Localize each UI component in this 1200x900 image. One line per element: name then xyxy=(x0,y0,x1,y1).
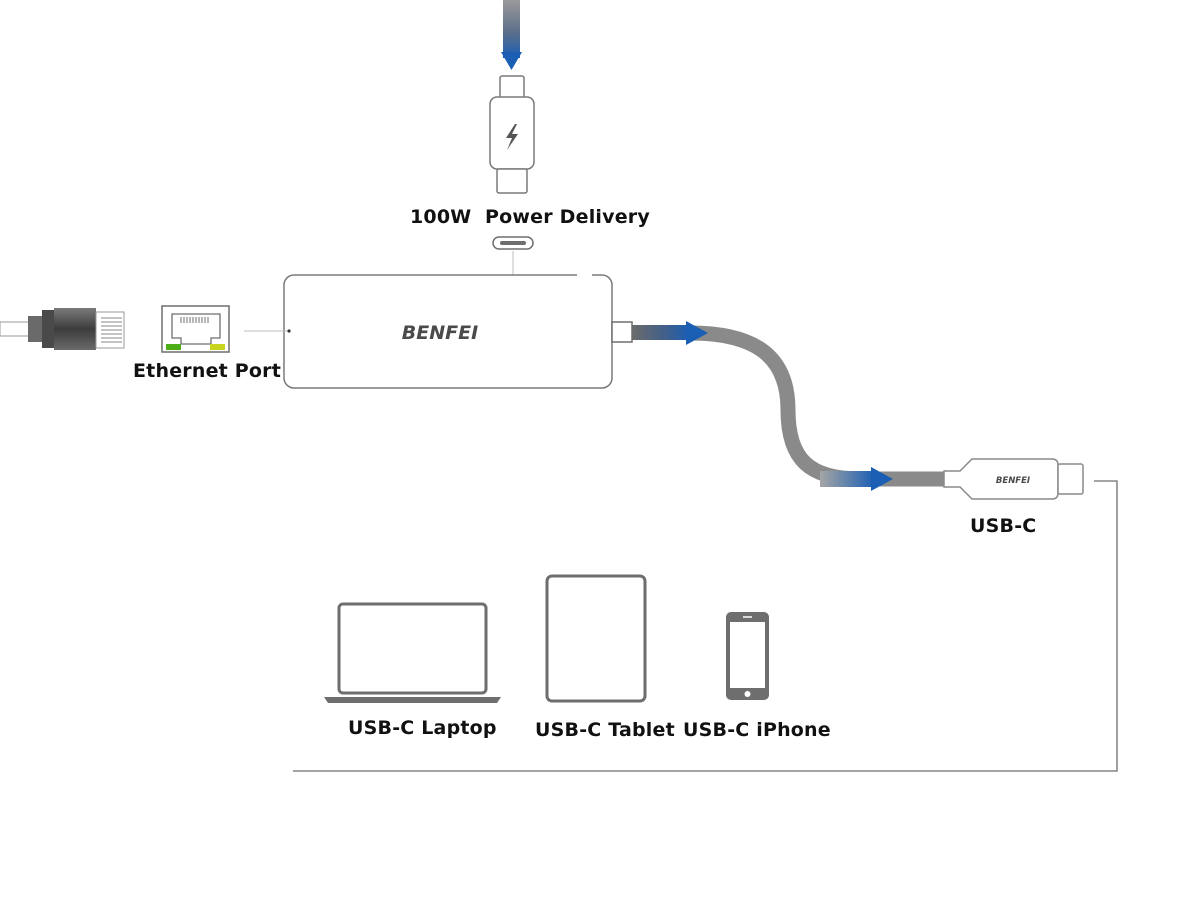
usb-c-tablet-label: USB-C Tablet xyxy=(535,719,675,741)
usb-c-laptop-label: USB-C Laptop xyxy=(348,717,497,739)
plug-brand-logo: BENFEI xyxy=(996,476,1030,486)
hub-body: BENFEI xyxy=(283,273,613,389)
ethernet-port-label: Ethernet Port xyxy=(133,360,281,382)
usb-c-plug: BENFEI xyxy=(943,458,1084,500)
rj45-port-icon xyxy=(161,305,230,353)
power-delivery-label: 100W Power Delivery xyxy=(410,206,650,228)
usb-c-label: USB-C xyxy=(970,515,1037,537)
output-cable xyxy=(611,321,945,491)
usb-c-iphone-label: USB-C iPhone xyxy=(683,719,831,741)
power-plug xyxy=(489,75,535,194)
rj45-plug-icon xyxy=(0,308,125,350)
power-input-cable xyxy=(501,0,522,70)
tablet-icon xyxy=(545,574,647,703)
ethernet-led-right xyxy=(210,344,225,350)
hub-brand-logo: BENFEI xyxy=(402,322,478,344)
device-connection-line xyxy=(293,480,1118,772)
power-arrow-icon xyxy=(501,52,522,70)
lightning-bolt-icon xyxy=(506,124,518,150)
pd-port xyxy=(492,236,534,282)
ethernet-led-left xyxy=(166,344,181,350)
phone-icon xyxy=(726,612,769,700)
output-arrow-icon xyxy=(686,321,708,345)
output-arrow-lower-icon xyxy=(871,467,893,491)
laptop-icon xyxy=(324,602,501,703)
